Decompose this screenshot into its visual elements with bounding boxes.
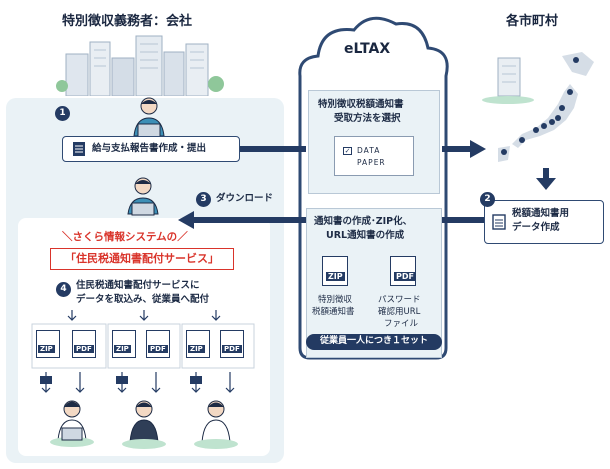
select-line2: 受取方法を選択 <box>334 113 401 124</box>
step1-badge: 1 <box>55 106 70 121</box>
step2-line2: データ作成 <box>512 222 560 233</box>
city-buildings-icon <box>56 35 224 96</box>
eltax-zip-icon <box>322 256 348 286</box>
slash-left: ＼ <box>62 231 73 243</box>
step2-line1: 税額通知書用 <box>512 208 570 219</box>
eltax-title: eLTAX <box>344 41 391 57</box>
step4-line2: データを取込み、従業員へ配付 <box>76 294 210 305</box>
document-icon <box>492 214 506 230</box>
step3-label: ダウンロード <box>216 193 274 204</box>
step1-label: 給与支払報告書作成・提出 <box>92 143 207 154</box>
pdf-file-icon <box>72 330 96 358</box>
pdf-file-label: PDF <box>74 345 94 353</box>
zip-file-icon <box>36 330 60 358</box>
zip-file-icon <box>186 330 210 358</box>
pdf-file-label: PDF <box>148 345 168 353</box>
municipality-title: 各市町村 <box>506 14 559 29</box>
slash-right: ／ <box>177 231 188 243</box>
pdf-file-label: PDF <box>222 345 242 353</box>
sakura-heading: ＼さくら情報システムの／ <box>62 229 188 244</box>
per-employee-band: 従業員一人につき１セット <box>306 334 442 350</box>
pdf-file-icon <box>146 330 170 358</box>
pdf-file-icon <box>220 330 244 358</box>
create-line2: URL通知書の作成 <box>326 230 405 241</box>
data-paper-card <box>334 136 414 176</box>
company-title: 特別徴収義務者：会社 <box>62 14 193 29</box>
japan-map-icon <box>482 52 594 162</box>
zip-caption-1: 特別徴収 <box>318 295 353 305</box>
eltax-zip-label: ZIP <box>326 272 345 281</box>
eltax-pdf-label: PDF <box>394 272 416 281</box>
step1-box <box>62 136 240 162</box>
eltax-pdf-icon <box>390 256 416 286</box>
down-arrow-icon <box>536 168 556 190</box>
zip-file-label: ZIP <box>114 345 131 353</box>
sakura-heading-text: さくら情報システムの <box>72 231 178 243</box>
step3-badge: 3 <box>196 192 211 207</box>
step2-badge: 2 <box>480 192 495 207</box>
data-label: DATA <box>357 146 381 155</box>
document-icon <box>73 142 85 156</box>
paper-label: PAPER <box>357 158 386 167</box>
service-name-box: 「住民税通知書配付サービス」 <box>50 248 234 270</box>
data-paper-check-icon: ✓ <box>343 147 352 155</box>
create-line1: 通知書の作成･ZIP化、 <box>314 216 413 227</box>
pdf-caption-1: パスワード <box>378 295 421 305</box>
pdf-caption-3: ファイル <box>384 319 419 329</box>
step4-line1: 住民税通知書配付サービスに <box>76 280 200 291</box>
download-worker-icon <box>127 177 159 216</box>
office-worker-icon <box>133 97 165 138</box>
select-line1: 特別徴収税額通知書 <box>318 99 404 110</box>
pdf-caption-2: 確認用URL <box>378 307 421 317</box>
zip-file-label: ZIP <box>188 345 205 353</box>
zip-file-label: ZIP <box>38 345 55 353</box>
zip-caption-2: 税額通知書 <box>312 307 355 317</box>
step4-badge: 4 <box>56 282 71 297</box>
zip-file-icon <box>112 330 136 358</box>
